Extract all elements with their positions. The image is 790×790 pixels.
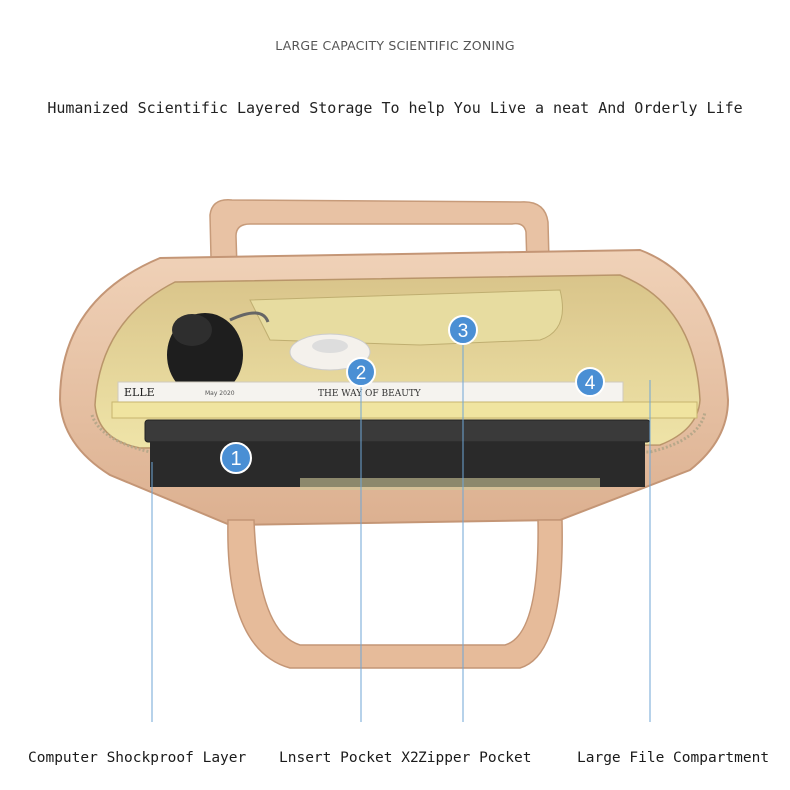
svg-text:1: 1 [230, 448, 241, 470]
header-title: LARGE CAPACITY SCIENTIFIC ZONING [275, 38, 515, 53]
book-title: THE WAY OF BEAUTY [318, 389, 422, 399]
header-subtitle: Humanized Scientific Layered Storage To … [47, 99, 743, 117]
callout-badge-2: 2 [346, 357, 376, 387]
svg-text:4: 4 [585, 373, 596, 394]
label-insert-pocket: Lnsert Pocket X2 [279, 750, 419, 766]
book: ELLE May 2020 THE WAY OF BEAUTY [117, 381, 624, 403]
tote-bag-photo: ELLE May 2020 THE WAY OF BEAUTY 1 2 3 4 [58, 199, 730, 722]
callout-badge-1: 1 [220, 442, 252, 474]
label-large-file-compartment: Large File Compartment [577, 750, 770, 766]
zipper-pocket [249, 289, 563, 346]
book-issue: May 2020 [205, 390, 235, 397]
label-computer-shockproof-layer: Computer Shockproof Layer [28, 750, 247, 766]
callout-badge-4: 4 [575, 367, 605, 397]
label-zipper-pocket: Zipper Pocket [418, 750, 532, 766]
tape-roll-icon [289, 333, 371, 371]
umbrella-icon [167, 311, 270, 397]
svg-text:2: 2 [356, 363, 367, 384]
svg-text:3: 3 [458, 321, 469, 342]
callout-badge-3: 3 [448, 315, 478, 345]
laptop-icon [144, 419, 651, 490]
book-brand: ELLE [124, 386, 155, 399]
front-handle [227, 519, 563, 669]
file-compartment [111, 401, 698, 419]
